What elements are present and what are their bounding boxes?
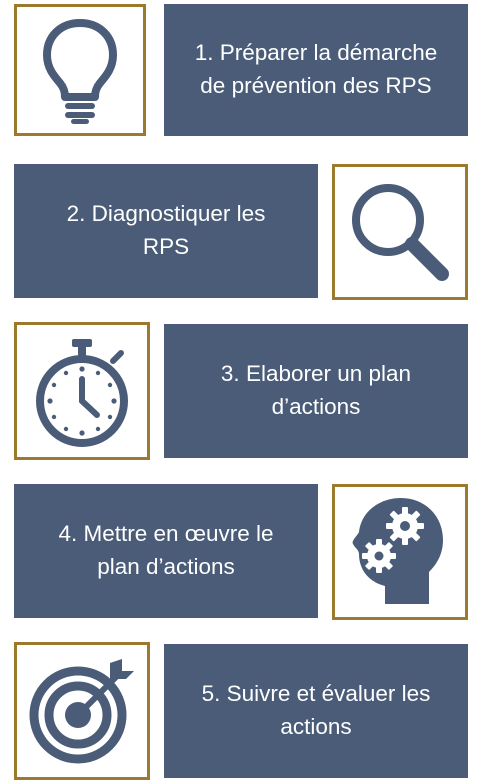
stopwatch-icon [36, 339, 128, 447]
step-1-icon-box [14, 4, 146, 136]
step-4-label: 4. Mettre en œuvre le plan d’actions [58, 521, 274, 579]
step-2-box: 2. Diagnostiquer les RPS [14, 164, 318, 298]
step-2-icon-box [332, 164, 468, 300]
target-icon [29, 659, 134, 764]
step-3-icon-box [14, 322, 150, 460]
magnifier-icon [352, 184, 449, 281]
step-1-label: 1. Préparer la démarche de prévention de… [194, 40, 438, 98]
step-4-box: 4. Mettre en œuvre le plan d’actions [14, 484, 318, 618]
step-3-box: 3. Elaborer un plan d’actions [164, 324, 468, 458]
step-1-box: 1. Préparer la démarche de prévention de… [164, 4, 468, 136]
step-2-label: 2. Diagnostiquer les RPS [66, 201, 266, 259]
step-4-icon-box [332, 484, 468, 620]
step-5-box: 5. Suivre et évaluer les actions [164, 644, 468, 778]
step-5-label: 5. Suivre et évaluer les actions [201, 681, 431, 739]
head-gears-icon [352, 498, 443, 604]
step-5-icon-box [14, 642, 150, 780]
lightbulb-icon [43, 19, 117, 124]
step-3-label: 3. Elaborer un plan d’actions [220, 361, 412, 419]
